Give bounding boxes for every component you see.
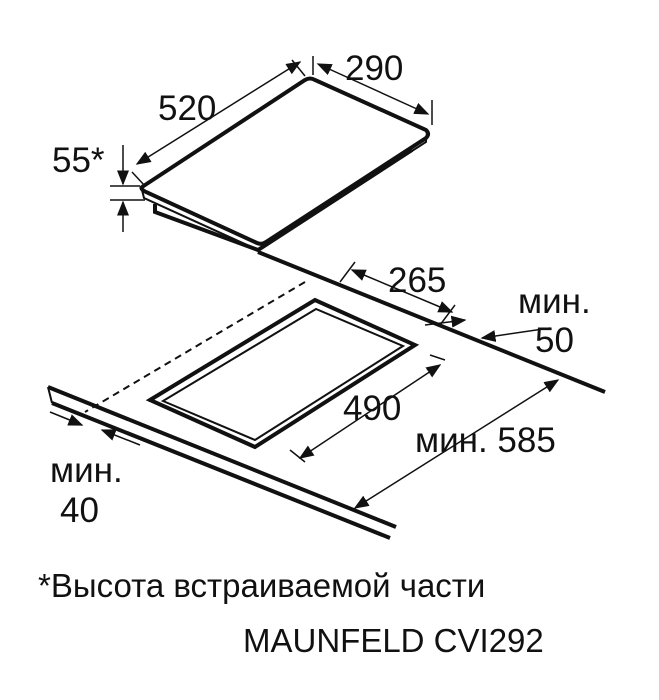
min-front-value: 40: [60, 491, 99, 530]
hob-shape: [139, 76, 430, 253]
min-back-value: 50: [535, 321, 574, 360]
cutout-shape: [145, 297, 420, 450]
hob-depth-label: 290: [345, 49, 403, 88]
min-back-word: мин.: [518, 282, 591, 321]
min-front-word: мин.: [50, 451, 123, 490]
footnote: *Высота встраиваемой части: [38, 567, 485, 604]
hob-width-label: 520: [158, 89, 216, 128]
cutout-width-label: 490: [343, 389, 401, 428]
hob-height-label: 55*: [52, 141, 105, 180]
countertop-shape: [47, 250, 606, 540]
dimension-lines: [49, 56, 560, 509]
model-name: MAUNFELD CVI292: [243, 622, 544, 659]
min-worktop-width-label: мин. 585: [415, 421, 556, 460]
cutout-depth-label: 265: [388, 261, 446, 300]
